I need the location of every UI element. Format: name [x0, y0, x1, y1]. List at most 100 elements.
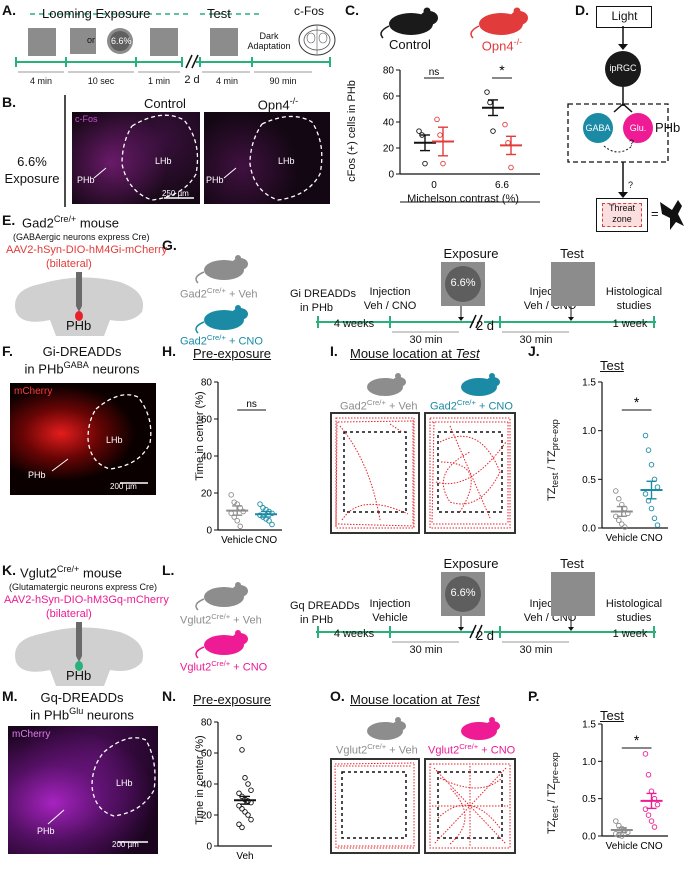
g-injection-1a: Injection	[369, 286, 411, 298]
duration-3: 1 min	[147, 76, 170, 86]
x-tick-label: CNO	[640, 841, 662, 852]
i-veh-label: Gad2Cre/+ + Veh	[340, 398, 418, 413]
eagle-icon	[660, 200, 684, 230]
j-cno-point	[654, 484, 661, 490]
looming-exposure-title: Looming Exposure	[42, 6, 151, 21]
o-veh-mouse-icon	[367, 717, 406, 740]
l-cno-label: Vglut2Cre/+ + CNO	[180, 659, 268, 674]
panel-letter-o: O.	[330, 688, 345, 704]
light-box	[596, 6, 652, 28]
y-tick-label: 20	[201, 811, 213, 822]
n-vehicle-point	[236, 790, 242, 797]
duration-4: 2 d	[184, 74, 200, 86]
control-mouse-icon	[380, 7, 438, 39]
y-tick-label: 1.5	[582, 378, 596, 389]
l-histo-1: Histological	[605, 598, 663, 610]
d-question-2: ?	[628, 180, 634, 190]
n-vehicle-point	[242, 775, 248, 781]
g-min-1: 30 min	[409, 334, 443, 346]
n-vehicle-point	[248, 787, 254, 793]
panel-letter-f: F.	[2, 343, 13, 359]
j-vehicle-point	[619, 521, 625, 527]
zone-label: zone	[612, 214, 632, 224]
c-control-label: Control	[389, 37, 431, 52]
y-tick-label: 60	[201, 415, 213, 426]
e-brain-diagram	[15, 272, 144, 336]
p-cno-point	[645, 812, 652, 818]
y-tick-label: 1.5	[582, 720, 596, 731]
looming-contrast: 6.6%	[111, 36, 132, 46]
h-vehicle-point	[237, 523, 243, 530]
l-min-1: 30 min	[409, 644, 443, 656]
l-dreadds-1: Gq DREADDs	[290, 600, 360, 612]
g-exposure-stimulus	[441, 262, 485, 306]
b-opn4-phb: PHb	[206, 175, 224, 185]
e-subtitle: (GABAergic neurons express Cre)	[13, 232, 150, 242]
f-mcherry-label: mCherry	[14, 386, 53, 397]
brain-section-icon	[298, 24, 336, 56]
panel-letter-b: B.	[2, 94, 16, 110]
l-veh-label: Vglut2Cre/+ + Veh	[180, 612, 262, 627]
x-tick-label: CNO	[640, 533, 662, 544]
p-cno-point	[642, 806, 649, 812]
e-phb: PHb	[66, 318, 92, 333]
x-tick-label: Vehicle	[606, 841, 639, 852]
c-opn4-point	[434, 116, 440, 123]
g-days: 2 d	[475, 318, 495, 333]
n-title: Pre-exposure	[193, 692, 272, 707]
o-cno-label: Vglut2Cre/+ + CNO	[428, 742, 516, 757]
c-control-point	[487, 99, 493, 106]
h-cno-point	[266, 517, 272, 524]
h-vehicle-point	[228, 492, 234, 498]
significance-label: ns	[429, 67, 440, 78]
x-tick-label: Vehicle	[606, 533, 639, 544]
x-tick-label: Veh	[236, 851, 253, 862]
c-control-point	[484, 89, 490, 95]
h-cno-point	[269, 521, 275, 528]
significance-label: ns	[246, 399, 257, 410]
y-tick-label: 40	[383, 118, 395, 129]
dark-adaptation: Dark Adaptation	[247, 31, 291, 51]
n-vehicle-point	[236, 802, 242, 809]
g-min-2: 30 min	[519, 334, 553, 346]
n-vehicle-point	[242, 809, 248, 815]
k-subtitle: (Glutamatergic neurons express Cre)	[9, 582, 158, 592]
l-week: 1 week	[612, 628, 648, 640]
m-micrograph	[8, 726, 158, 854]
g-test-stimulus	[551, 262, 595, 306]
g-test: Test	[560, 246, 584, 261]
k-brain-diagram	[15, 622, 144, 686]
duration-1: 4 min	[29, 76, 52, 86]
g-dreadds-2: in PHb	[300, 302, 334, 314]
y-tick-label: 80	[383, 66, 395, 77]
m-title-1: Gq-DREADDs	[40, 690, 124, 705]
l-histo-2: studies	[616, 612, 652, 624]
b-control-lhb: LHb	[155, 156, 172, 166]
cfos-title: c-Fos	[294, 4, 324, 18]
l-veh-mouse-icon	[195, 582, 248, 611]
c-opn4-point	[508, 164, 514, 171]
y-tick-label: 20	[201, 489, 213, 500]
j-cno-point	[645, 447, 652, 453]
j-cno-point	[654, 522, 661, 528]
y-tick-label: 60	[201, 749, 213, 760]
panel-letter-l: L.	[162, 562, 175, 578]
g-weeks: 4 weeks	[333, 318, 375, 330]
d-question-1: ?	[629, 138, 635, 148]
panel-letter-e: E.	[2, 212, 16, 228]
y-tick-label: 0	[206, 526, 212, 537]
equals-sign: =	[651, 206, 659, 221]
y-tick-label: 0.5	[582, 475, 596, 486]
y-tick-label: 0.0	[582, 832, 596, 843]
b-control-micrograph	[72, 112, 200, 204]
panel-d-circuit	[567, 26, 669, 198]
i-cno-label: Gad2Cre/+ + CNO	[430, 398, 513, 413]
p-cno-point	[651, 824, 658, 830]
e-title: Gad2Cre/+ mouse	[22, 214, 119, 231]
j-ylabel: TZtest / TZpre-exp	[545, 419, 561, 501]
glu-label: Glu.	[629, 123, 647, 133]
b-opn4-lhb: LHb	[278, 156, 295, 166]
b-control-label: Control	[144, 96, 186, 111]
b-exposure-pct: 6.6%	[17, 154, 47, 169]
